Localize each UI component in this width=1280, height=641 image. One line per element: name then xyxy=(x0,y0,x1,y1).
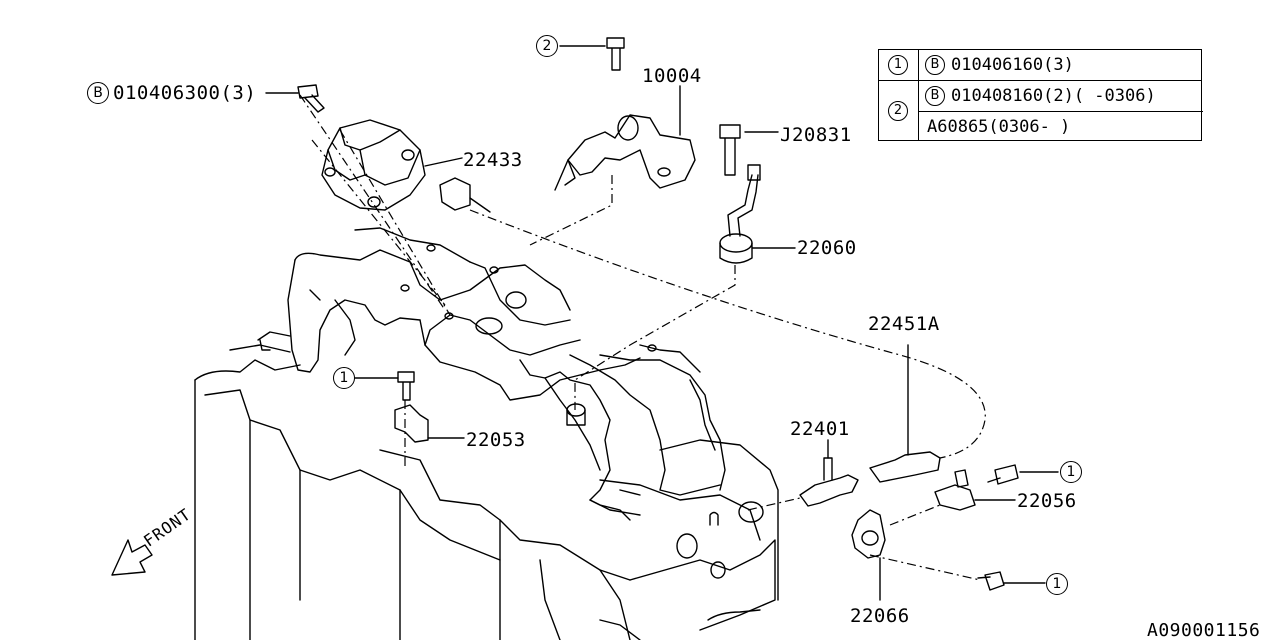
engine-block-drawing xyxy=(194,344,779,640)
bolt-legend-table: 1 B 010406160(3) 2 B 010408160(2)( -0306… xyxy=(878,49,1203,141)
legend-b-marker: B xyxy=(925,86,945,106)
label-bolt-b-callout: 010406300(3) xyxy=(113,82,257,104)
bolts-drawing xyxy=(297,37,1019,591)
legend-b-marker: B xyxy=(925,55,945,75)
legend-marker-1: 1 xyxy=(888,55,908,75)
front-arrow-icon xyxy=(111,539,153,576)
legend-row2b-code: A60865(0306- ) xyxy=(927,117,1071,137)
legend-divider xyxy=(918,111,1203,113)
label-J20831: J20831 xyxy=(780,124,852,146)
legend-divider xyxy=(879,80,1201,82)
ignition-coil-drawing xyxy=(321,119,491,213)
legend-row1-code: 010406160(3) xyxy=(951,55,1074,75)
label-22056: 22056 xyxy=(1017,490,1077,512)
callout-marker-1-22056: 1 xyxy=(1060,461,1082,483)
callout-marker-1-22066: 1 xyxy=(1046,573,1068,595)
intake-manifold-drawing xyxy=(257,227,726,521)
legend-marker-2: 2 xyxy=(888,101,908,121)
label-22451A: 22451A xyxy=(868,313,940,335)
label-22433: 22433 xyxy=(463,149,523,171)
solid-leaders xyxy=(265,45,1059,601)
label-22053: 22053 xyxy=(466,429,526,451)
callout-marker-2-top: 2 xyxy=(536,35,558,57)
label-10004: 10004 xyxy=(642,65,702,87)
legend-divider xyxy=(918,50,920,140)
diagram-id: A090001156 xyxy=(1147,620,1261,641)
bracket-drawing xyxy=(554,114,696,191)
label-22401: 22401 xyxy=(790,418,850,440)
dashed-leaders xyxy=(299,94,986,581)
label-22066: 22066 xyxy=(850,605,910,627)
callout-marker-b: B xyxy=(87,82,109,104)
label-22060: 22060 xyxy=(797,237,857,259)
callout-marker-1-22053: 1 xyxy=(333,367,355,389)
legend-row2a-code: 010408160(2)( -0306) xyxy=(951,86,1156,106)
